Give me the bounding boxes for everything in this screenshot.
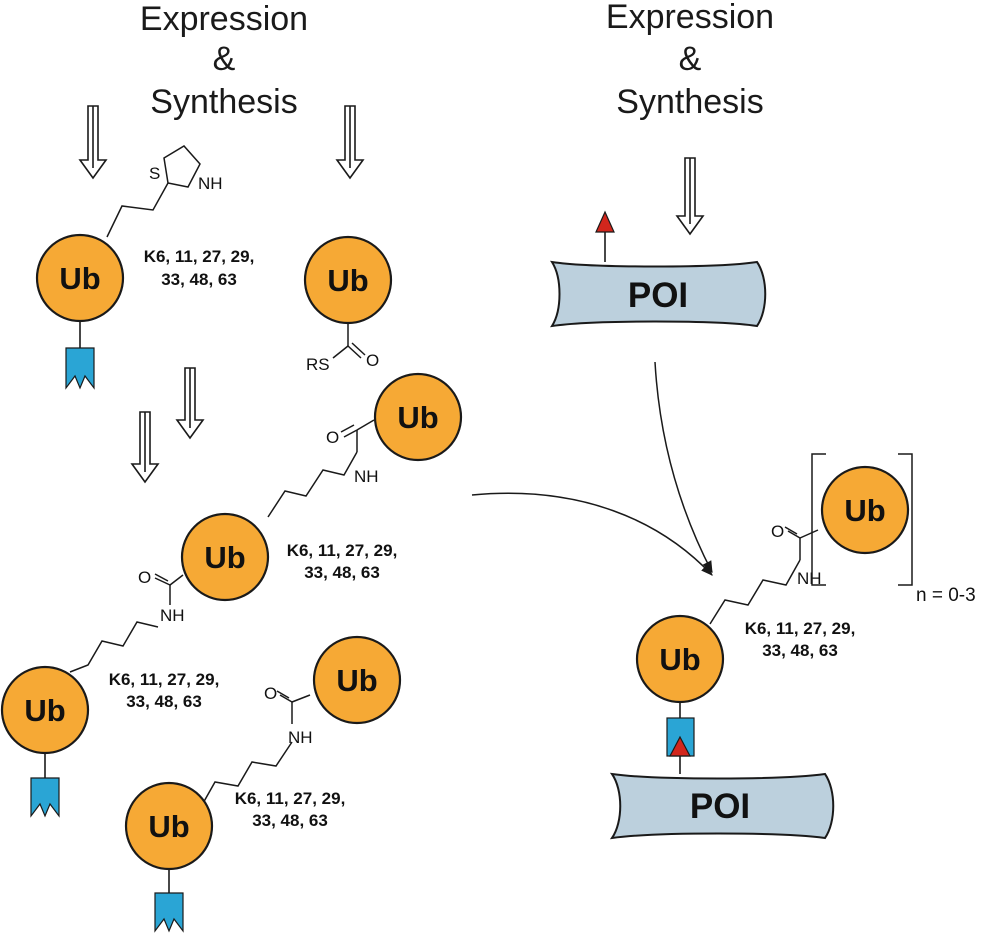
atom-oxygen: O xyxy=(771,522,784,541)
heading-left-line1: Expression xyxy=(140,0,308,38)
down-double-arrow-icon xyxy=(175,367,205,440)
ub-label: Ub xyxy=(397,400,438,435)
ub-label: Ub xyxy=(659,642,700,677)
repeat-label: n = 0-3 xyxy=(916,585,976,606)
affinity-tag-icon xyxy=(30,777,60,818)
atom-oxygen: O xyxy=(138,568,151,587)
atom-amine: NH xyxy=(160,606,185,625)
ubiquitin-circle xyxy=(373,372,463,462)
atom-sulfur: S xyxy=(149,164,160,183)
down-double-arrow-icon xyxy=(335,105,365,180)
heading-right-line2: & xyxy=(679,40,702,78)
ubiquitin-circle xyxy=(820,465,910,555)
lysine-sites-line1: K6, 11, 27, 29, xyxy=(109,670,220,689)
ub-dimer-upper: NH O Ub Ub K6, 11, 27, 29, 33, 48, 63 xyxy=(180,372,463,602)
heading-right-line1: Expression xyxy=(606,0,774,36)
atom-amine: NH xyxy=(198,174,223,193)
down-double-arrow-icon xyxy=(78,105,108,180)
thiazolidine-icon xyxy=(163,145,201,188)
poi-shape xyxy=(609,772,835,840)
repeat-bracket-left xyxy=(811,453,826,586)
affinity-tag-icon xyxy=(65,347,95,390)
atom-oxygen: O xyxy=(264,684,277,703)
heading-left-line2: & xyxy=(213,40,236,78)
ub-trimer-lower: O NH Ub K6, 11, 27, 29, 33, 48, 63 xyxy=(0,568,220,818)
ub-label: Ub xyxy=(336,663,377,698)
atom-oxygen: O xyxy=(366,351,379,370)
atom-amine: NH xyxy=(354,467,379,486)
atom-amine: NH xyxy=(288,728,313,747)
poi-label: POI xyxy=(690,787,750,826)
ub-dimer-bottom: NH O Ub Ub K6, 11, 27, 29, 33, 48, 63 xyxy=(124,635,402,933)
heading-right: Expression & Synthesis xyxy=(606,0,774,121)
lysine-sites-line2: 33, 48, 63 xyxy=(126,692,202,711)
ubiquitin-circle xyxy=(312,635,402,725)
down-double-arrow-icon xyxy=(130,411,160,484)
ub-label: Ub xyxy=(844,493,885,528)
heading-left-line3: Synthesis xyxy=(150,83,297,121)
lysine-sites-line1: K6, 11, 27, 29, xyxy=(745,619,856,638)
down-double-arrow-icon xyxy=(675,157,705,236)
poi-warhead-group: POI xyxy=(550,210,767,328)
atom-oxygen: O xyxy=(326,428,339,447)
ub-label: Ub xyxy=(204,540,245,575)
affinity-tag-icon xyxy=(154,892,184,933)
ubiquitin-circle xyxy=(180,512,270,602)
ubiquitin-circle xyxy=(303,235,393,325)
ub-label: Ub xyxy=(59,261,100,296)
lysine-sites-line1: K6, 11, 27, 29, xyxy=(235,789,346,808)
atom-thioester: RS xyxy=(306,355,330,374)
ub-label: Ub xyxy=(24,693,65,728)
repeat-bracket-right xyxy=(898,453,913,586)
ub-thiazolidine-group: S NH Ub K6, 11, 27, 29, 33, 48, 63 xyxy=(35,145,255,390)
lysine-sites-line2: 33, 48, 63 xyxy=(161,270,237,289)
ub-poi-conjugate: NH O n = 0-3 Ub Ub K6, 11, 27, 29, 33, 4… xyxy=(609,453,976,840)
lysine-sites-line2: 33, 48, 63 xyxy=(762,641,838,660)
heading-right-line3: Synthesis xyxy=(616,83,763,121)
heading-left: Expression & Synthesis xyxy=(140,0,308,121)
lysine-sites-line2: 33, 48, 63 xyxy=(252,811,328,830)
lysine-sites-line1: K6, 11, 27, 29, xyxy=(144,247,255,266)
ub-label: Ub xyxy=(327,263,368,298)
ub-thioester-group: O RS Ub xyxy=(303,235,393,374)
poi-label: POI xyxy=(628,276,688,315)
curved-arrow-icon xyxy=(471,492,713,576)
ubiquitin-circle xyxy=(35,233,125,323)
warhead-triangle-icon xyxy=(595,210,615,233)
poi-shape xyxy=(550,260,767,328)
atom-amine: NH xyxy=(797,569,822,588)
ub-label: Ub xyxy=(148,809,189,844)
lysine-sites-line1: K6, 11, 27, 29, xyxy=(287,541,398,560)
lysine-sites-line2: 33, 48, 63 xyxy=(304,563,380,582)
curved-arrow-icon xyxy=(654,361,713,574)
